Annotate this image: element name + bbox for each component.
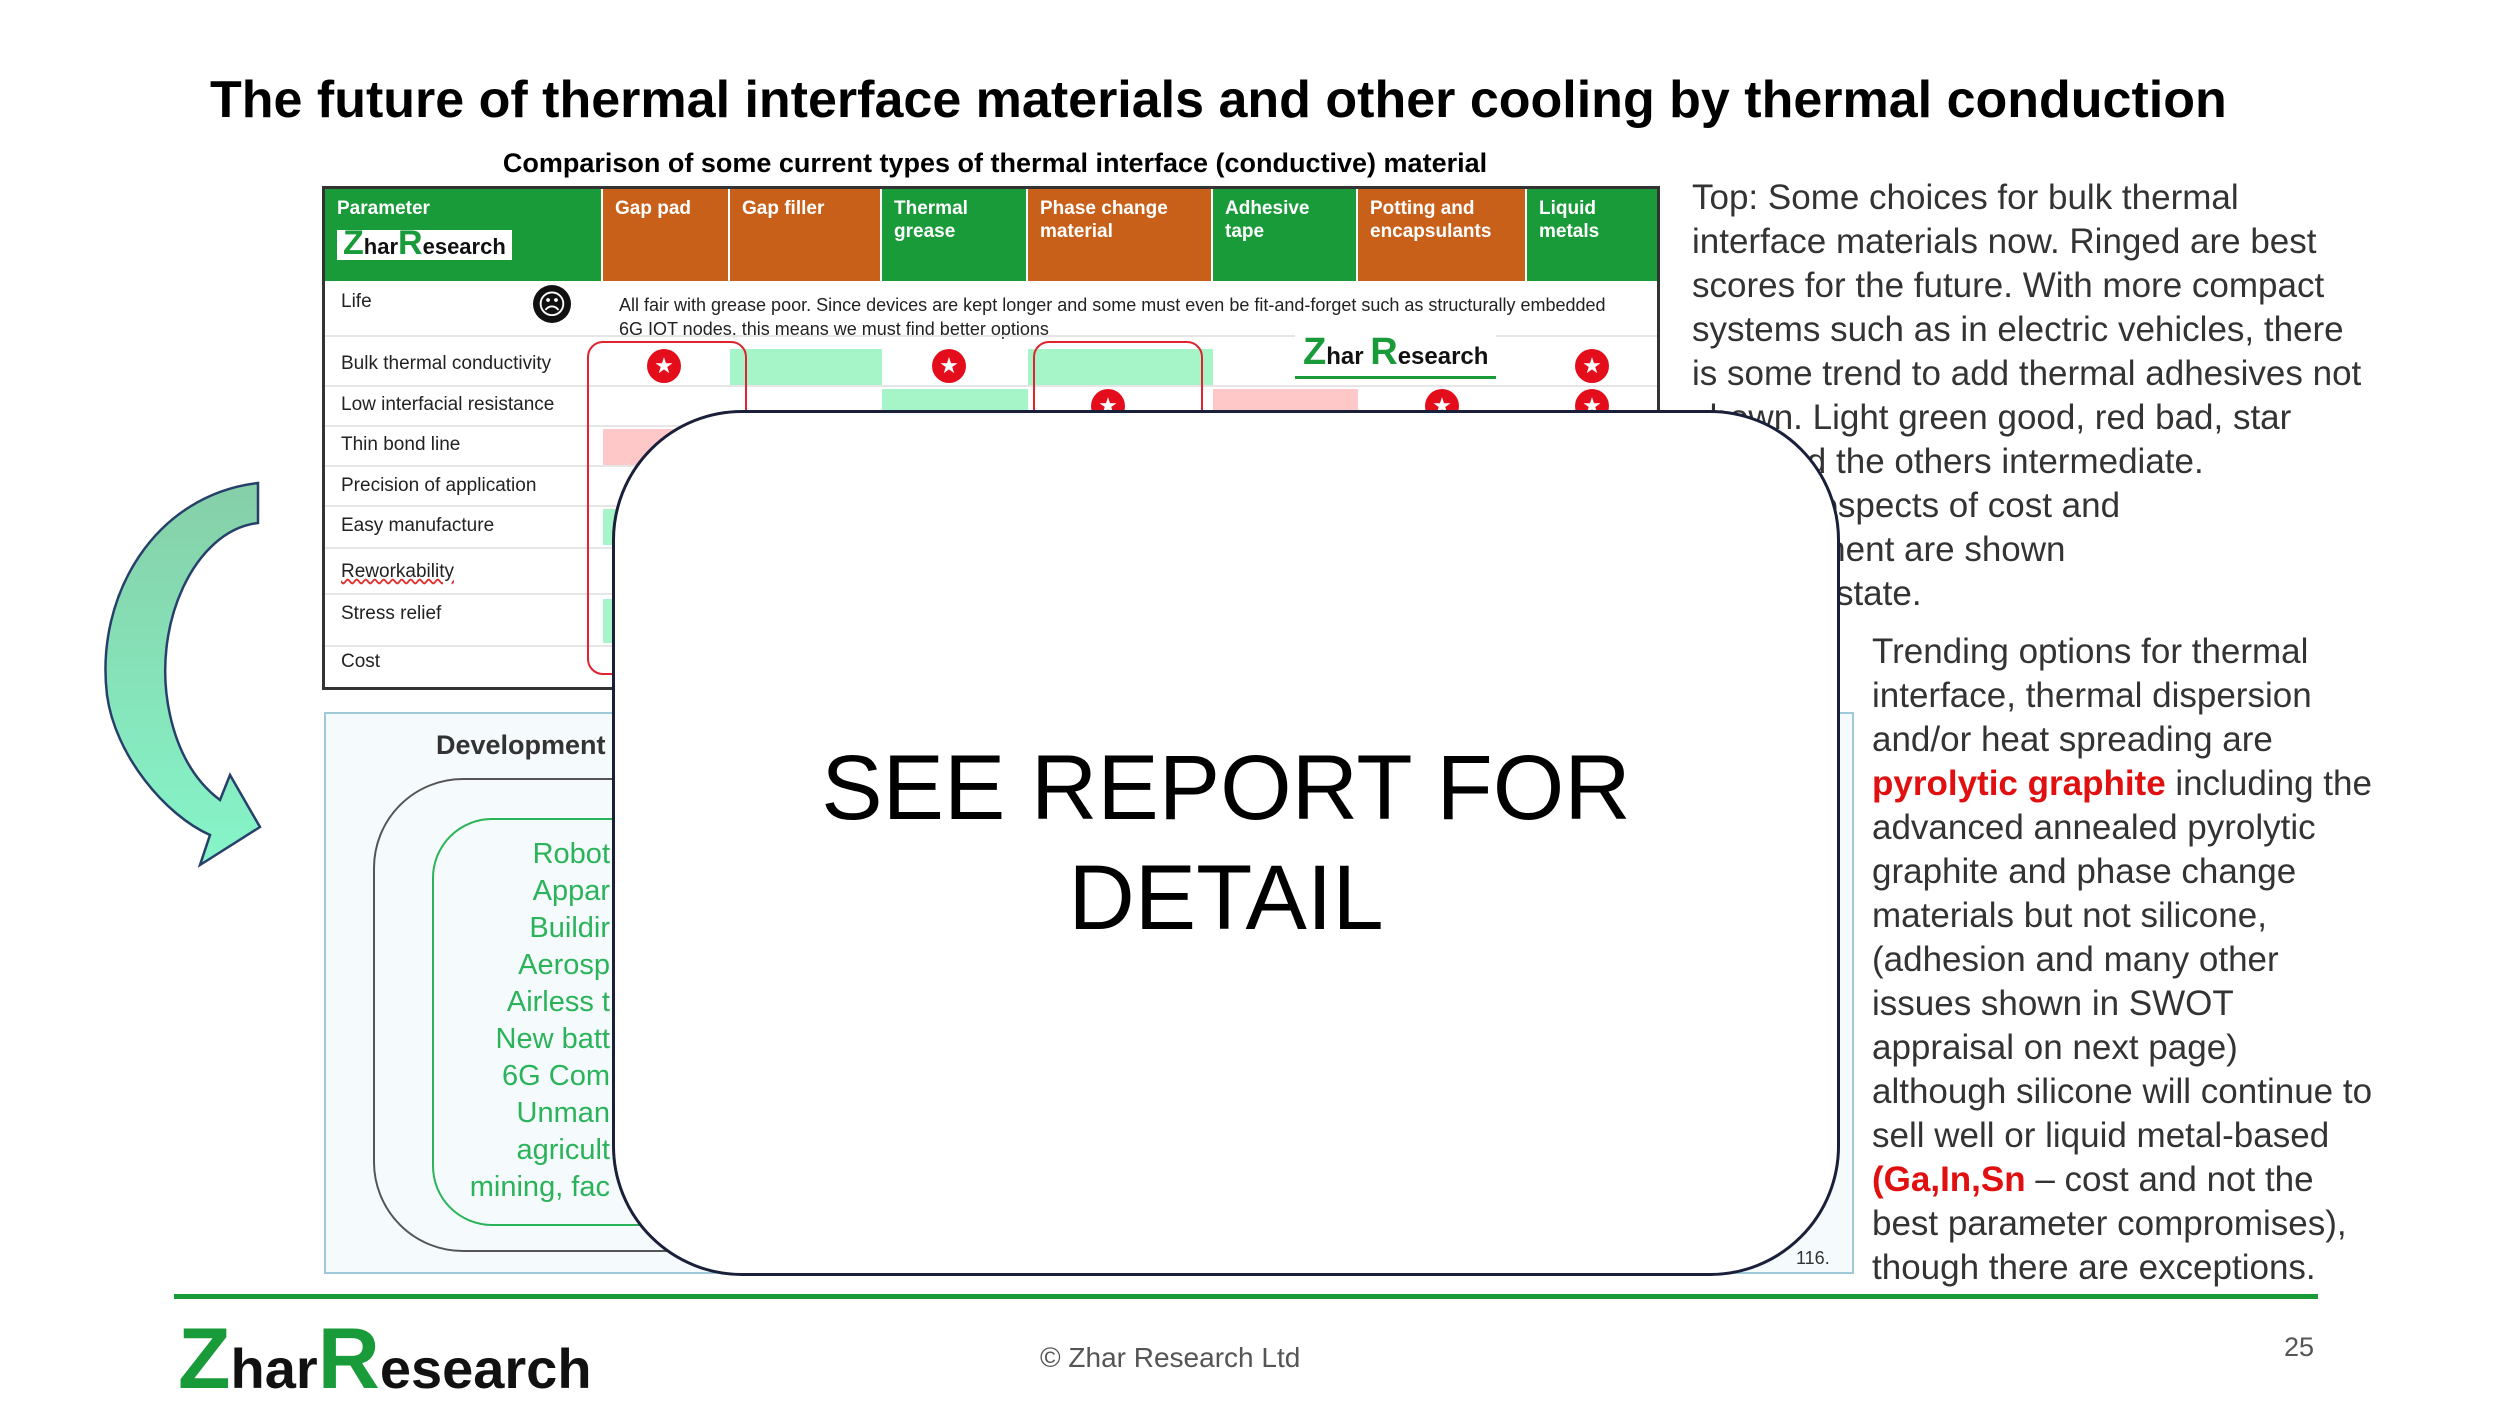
star-icon: ★ [1575,349,1609,383]
header-adhesive-tape: Adhesive tape [1213,189,1358,281]
panel-note: 116. [1796,1248,1830,1268]
overlay-line-2: DETAIL [1068,847,1384,949]
row-easy-manufacture: Easy manufacture [341,515,495,536]
row-stress-relief: Stress relief [341,603,442,624]
header-liquid-metals: Liquid metals [1527,189,1657,281]
row-bulk-thermal-conductivity: Bulk thermal conductivity [341,353,552,374]
copyright: © Zhar Research Ltd [1040,1342,1301,1373]
list-item: Unman [516,1097,611,1129]
table-caption: Comparison of some current types of ther… [502,148,1488,178]
list-item: New batt [495,1023,610,1055]
header-gap-pad: Gap pad [603,189,730,281]
list-item: Appar [532,875,610,907]
table-watermark-logo: Zhar Research [1295,329,1497,379]
highlight-pyrolytic: pyrolytic graphite [1872,764,2166,803]
row-reworkability: Reworkability [341,561,454,582]
table-logo: ZharResearch [337,226,512,260]
star-icon: ★ [647,349,681,383]
overlay-line-1: SEE REPORT FOR [821,737,1631,839]
header-gap-filler: Gap filler [730,189,882,281]
see-report-overlay: SEE REPORT FOR DETAIL [612,410,1840,1276]
sad-face-icon: ☹ [533,285,571,323]
row-life: Life [341,291,372,312]
header-thermal-grease: Thermal grease [882,189,1028,281]
list-item: 6G Com [502,1060,610,1092]
list-item: Robot [532,838,610,870]
cell-good [1028,349,1213,385]
highlight-gainsn: (Ga,In,Sn [1872,1160,2026,1199]
list-item: Airless t [506,986,610,1018]
row-precision-of-application: Precision of application [341,475,537,496]
right-paragraph-bottom: Trending options for thermal interface, … [1872,632,2373,1287]
row-low-interfacial-resistance: Low interfacial resistance [341,394,555,415]
header-phase-change: Phase change material [1028,189,1213,281]
list-item: agricult [516,1134,611,1166]
list-item: Aerosp [518,949,610,981]
footer-logo: ZharResearch [178,1311,592,1407]
list-item: mining, fac [469,1171,610,1203]
application-list: Robot Appar Buildir Aerosp Airless t New… [430,836,610,1206]
header-potting: Potting and encapsulants [1358,189,1527,281]
curved-arrow-icon [104,481,262,868]
list-item: Buildir [529,912,610,944]
row-cost: Cost [341,651,381,672]
row-thin-bond-line: Thin bond line [341,434,461,455]
cell-good [730,349,882,385]
life-note: All fair with grease poor. Since devices… [619,295,1606,339]
panel-title: Development [436,730,606,760]
page-number: 25 [2284,1332,2315,1362]
star-icon: ★ [932,349,966,383]
page-title: The future of thermal interface material… [210,71,2227,129]
footer-divider [174,1294,2318,1299]
header-parameter: Parameter ZharResearch [325,189,603,281]
